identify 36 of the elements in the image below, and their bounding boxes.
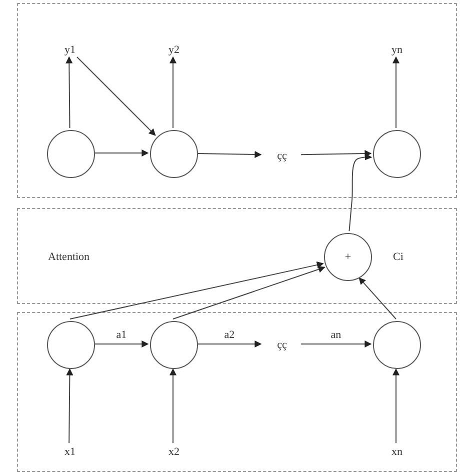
arrow — [76, 56, 156, 136]
arrow — [198, 340, 262, 348]
edge-label: a2 — [222, 329, 237, 341]
operator-symbol: + — [344, 251, 352, 263]
node-label: y1 — [64, 44, 76, 56]
arrow — [348, 153, 372, 232]
node-label: y2 — [168, 44, 180, 56]
arrow — [66, 56, 73, 128]
arrow — [300, 340, 372, 348]
node-label: x2 — [168, 446, 180, 458]
vector-label: Ci — [393, 251, 404, 263]
arrow — [300, 150, 372, 158]
dashed-panel — [17, 208, 457, 304]
arrow — [170, 368, 176, 444]
dashed-panel — [17, 3, 457, 198]
circle-node — [373, 130, 421, 178]
panel-title: Attention — [48, 251, 90, 263]
node-label: xn — [392, 446, 402, 458]
circle-node — [47, 321, 95, 369]
arrow — [170, 56, 176, 128]
node-label: çç — [277, 150, 287, 162]
node-label: yn — [392, 44, 402, 56]
arrow — [392, 368, 400, 444]
arrow — [392, 56, 400, 128]
arrow — [94, 340, 149, 348]
circle-node — [150, 321, 198, 369]
arrow — [94, 150, 149, 156]
node-label: çç — [277, 339, 287, 351]
circle-node — [150, 130, 198, 178]
dashed-panel — [17, 312, 457, 472]
arrow — [198, 151, 262, 158]
circle-node — [47, 130, 95, 178]
circle-node — [373, 321, 421, 369]
arrow — [66, 368, 74, 444]
node-label: x1 — [64, 446, 76, 458]
edge-label: a1 — [114, 329, 129, 341]
